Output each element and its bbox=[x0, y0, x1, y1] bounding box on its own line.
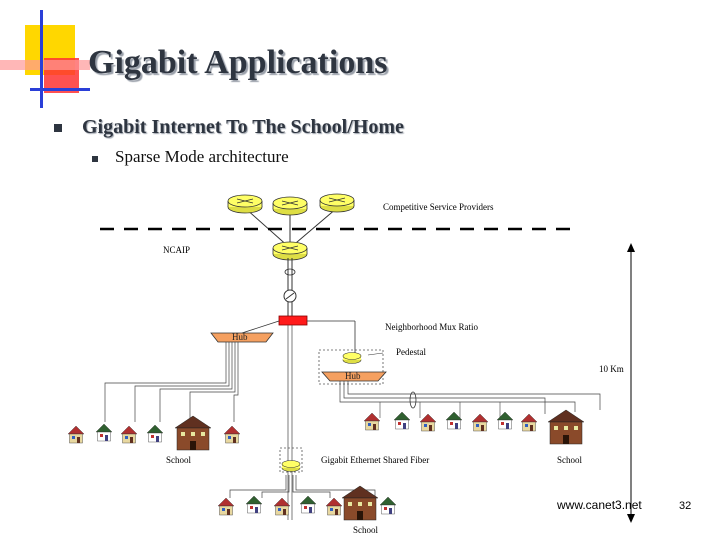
distance-label: 10 Km bbox=[599, 364, 624, 374]
school-right-label: School bbox=[557, 455, 583, 465]
school-left-label: School bbox=[166, 455, 192, 465]
hub-right-label: Hub bbox=[345, 371, 361, 381]
pedestal-label: Pedestal bbox=[396, 347, 426, 357]
fiber-label: Gigabit Ethernet Shared Fiber bbox=[321, 455, 430, 465]
bullet-marker bbox=[92, 156, 98, 162]
providers-label: Competitive Service Providers bbox=[383, 202, 494, 212]
optical-switch-icon bbox=[283, 289, 297, 303]
mux-box bbox=[278, 315, 308, 326]
bullet-1: Gigabit Internet To The School/Home bbox=[82, 116, 404, 138]
provider-router-3-icon bbox=[319, 193, 355, 213]
page-number: 32 bbox=[679, 500, 692, 512]
mux-label: Neighborhood Mux Ratio bbox=[385, 322, 478, 332]
corner-decoration bbox=[0, 0, 90, 110]
ncaip-router-icon bbox=[272, 241, 308, 261]
bullet-2: Sparse Mode architecture bbox=[115, 147, 289, 166]
footer-url: www.canet3.net bbox=[557, 498, 642, 512]
bullet-marker bbox=[54, 124, 62, 132]
pedestal-router-icon bbox=[342, 352, 362, 364]
hub-left-label: Hub bbox=[232, 332, 248, 342]
provider-router-2-icon bbox=[272, 196, 308, 216]
school-bottom-icon bbox=[341, 485, 379, 521]
slide-title: Gigabit Applications bbox=[88, 44, 388, 81]
ncaip-label: NCAIP bbox=[163, 245, 191, 255]
school-left-icon bbox=[174, 415, 212, 451]
hub-left-icon bbox=[210, 332, 274, 343]
bottom-router-icon bbox=[281, 460, 301, 472]
school-right-icon bbox=[547, 409, 585, 445]
provider-router-1-icon bbox=[227, 194, 263, 214]
hub-right-icon bbox=[321, 371, 387, 382]
right-homes bbox=[363, 411, 538, 432]
pedestal-box bbox=[318, 349, 384, 385]
left-homes bbox=[67, 423, 241, 444]
school-bottom-label: School bbox=[353, 525, 379, 535]
